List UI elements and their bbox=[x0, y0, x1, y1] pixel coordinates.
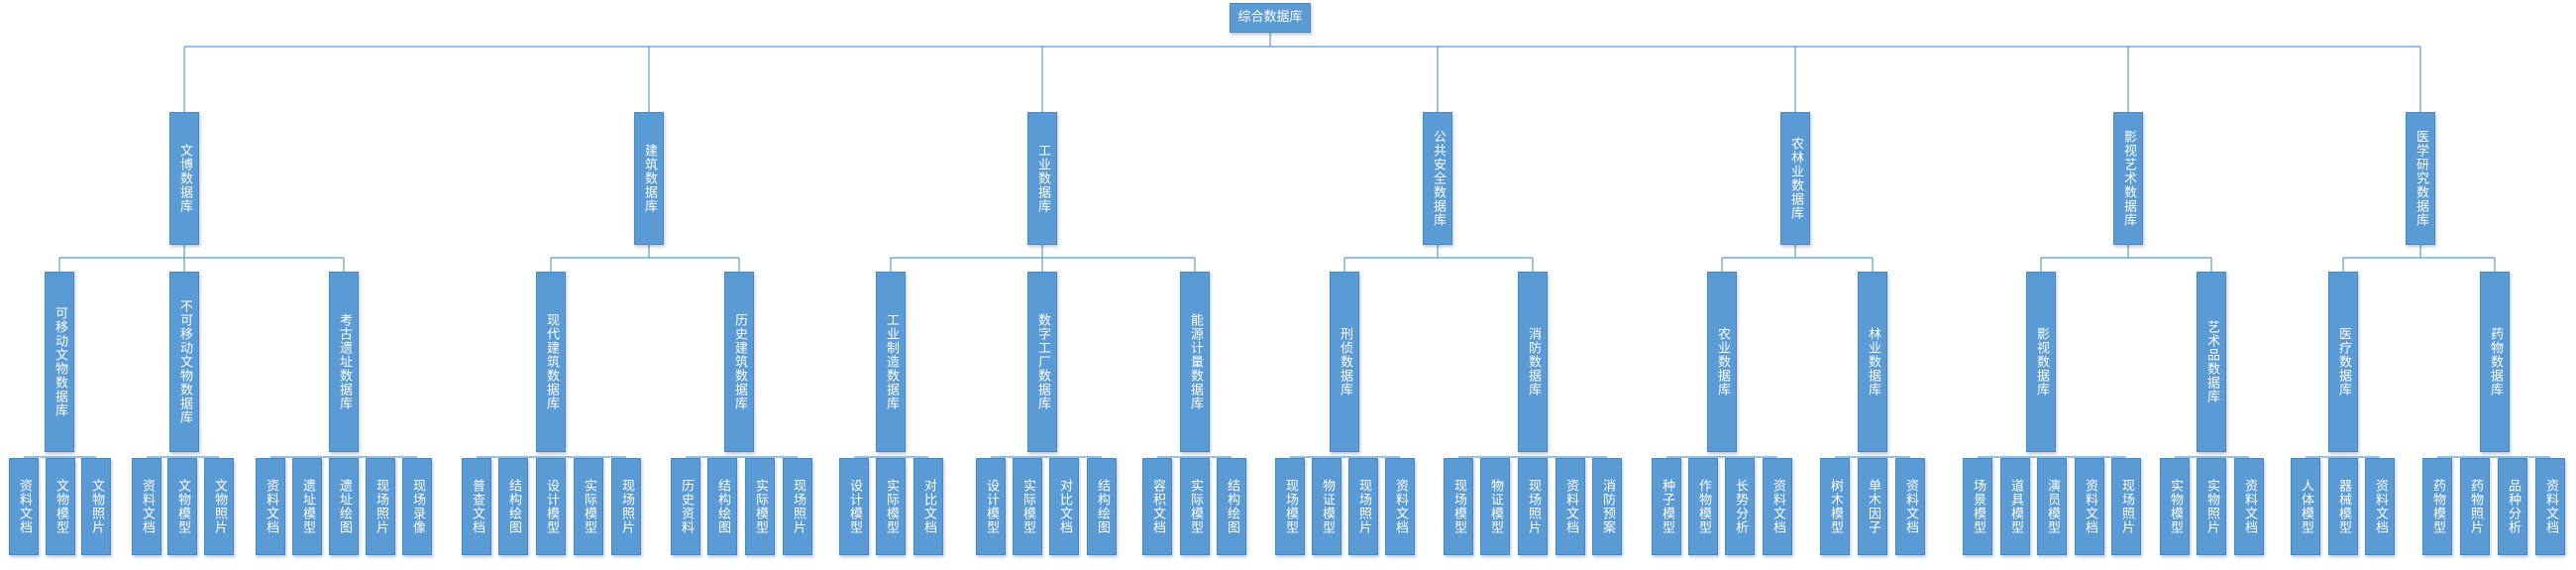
data-item-node: 资料文档 bbox=[2365, 458, 2395, 555]
category-node: 影视艺术数据库 bbox=[2113, 112, 2143, 245]
data-item-node: 现场模型 bbox=[1444, 458, 1473, 555]
data-item-node: 药物模型 bbox=[2422, 458, 2452, 555]
data-item-node: 道具模型 bbox=[2000, 458, 2030, 555]
data-item-node: 实际模型 bbox=[1180, 458, 1210, 555]
data-item-node: 普查文档 bbox=[462, 458, 491, 555]
data-item-node: 现场照片 bbox=[611, 458, 641, 555]
category-node: 公共安全数据库 bbox=[1423, 112, 1452, 245]
data-item-node: 现场照片 bbox=[2111, 458, 2141, 555]
data-item-node: 文物照片 bbox=[204, 458, 234, 555]
database-node: 医疗数据库 bbox=[2328, 272, 2358, 452]
data-item-node: 文物照片 bbox=[81, 458, 111, 555]
category-node: 医学研究数据库 bbox=[2406, 112, 2435, 245]
data-item-node: 容积文档 bbox=[1142, 458, 1172, 555]
data-item-node: 消防预案 bbox=[1592, 458, 1622, 555]
data-item-node: 实际模型 bbox=[876, 458, 906, 555]
database-node: 农业数据库 bbox=[1707, 272, 1737, 452]
data-item-node: 现场照片 bbox=[1518, 458, 1548, 555]
data-item-node: 物证模型 bbox=[1312, 458, 1342, 555]
data-item-node: 设计模型 bbox=[839, 458, 869, 555]
database-node: 药物数据库 bbox=[2480, 272, 2510, 452]
data-item-node: 遗址绘图 bbox=[329, 458, 359, 555]
database-node: 数字工厂数据库 bbox=[1027, 272, 1057, 452]
data-item-node: 结构绘图 bbox=[1217, 458, 1246, 555]
database-node: 工业制造数据库 bbox=[876, 272, 906, 452]
data-item-node: 资料文档 bbox=[9, 458, 39, 555]
database-node: 不可移动文物数据库 bbox=[169, 272, 199, 452]
data-item-node: 对比文档 bbox=[1049, 458, 1079, 555]
data-item-node: 资料文档 bbox=[1556, 458, 1585, 555]
category-node: 建筑数据库 bbox=[634, 112, 664, 245]
database-node: 刑侦数据库 bbox=[1330, 272, 1359, 452]
database-node: 可移动文物数据库 bbox=[45, 272, 74, 452]
data-item-node: 对比文档 bbox=[913, 458, 943, 555]
data-item-node: 器械模型 bbox=[2328, 458, 2358, 555]
data-item-node: 结构绘图 bbox=[1087, 458, 1117, 555]
category-node: 工业数据库 bbox=[1027, 112, 1057, 245]
data-item-node: 资料文档 bbox=[1385, 458, 1415, 555]
data-item-node: 品种分析 bbox=[2498, 458, 2527, 555]
data-item-node: 实际模型 bbox=[574, 458, 603, 555]
data-item-node: 药物照片 bbox=[2460, 458, 2490, 555]
data-item-node: 结构绘图 bbox=[498, 458, 528, 555]
data-item-node: 实物模型 bbox=[2160, 458, 2190, 555]
category-node: 农林业数据库 bbox=[1780, 112, 1810, 245]
data-item-node: 资料文档 bbox=[1763, 458, 1792, 555]
data-item-node: 现场照片 bbox=[366, 458, 395, 555]
data-item-node: 种子模型 bbox=[1652, 458, 1681, 555]
data-item-node: 演员模型 bbox=[2037, 458, 2067, 555]
data-item-node: 文物模型 bbox=[46, 458, 75, 555]
data-item-node: 设计模型 bbox=[976, 458, 1006, 555]
database-node: 影视数据库 bbox=[2026, 272, 2056, 452]
data-item-node: 资料文档 bbox=[2234, 458, 2264, 555]
database-node: 现代建筑数据库 bbox=[536, 272, 566, 452]
data-item-node: 长势分析 bbox=[1725, 458, 1755, 555]
data-item-node: 现场模型 bbox=[1275, 458, 1305, 555]
database-node: 考古遗址数据库 bbox=[329, 272, 359, 452]
data-item-node: 实际模型 bbox=[745, 458, 775, 555]
data-item-node: 现场照片 bbox=[783, 458, 812, 555]
data-item-node: 资料文档 bbox=[2535, 458, 2565, 555]
data-item-node: 结构绘图 bbox=[707, 458, 737, 555]
data-item-node: 设计模型 bbox=[536, 458, 566, 555]
data-item-node: 现场录像 bbox=[402, 458, 432, 555]
data-item-node: 资料文档 bbox=[256, 458, 285, 555]
data-item-node: 资料文档 bbox=[132, 458, 161, 555]
data-item-node: 历史资料 bbox=[671, 458, 700, 555]
data-item-node: 人体模型 bbox=[2291, 458, 2320, 555]
data-item-node: 实际模型 bbox=[1013, 458, 1042, 555]
data-item-node: 实物照片 bbox=[2197, 458, 2226, 555]
root-node: 综合数据库 bbox=[1230, 3, 1311, 33]
data-item-node: 资料文档 bbox=[1895, 458, 1925, 555]
database-node: 林业数据库 bbox=[1858, 272, 1887, 452]
data-item-node: 作物模型 bbox=[1688, 458, 1718, 555]
data-item-node: 单木因子 bbox=[1858, 458, 1887, 555]
database-node: 能源计量数据库 bbox=[1180, 272, 1210, 452]
database-node: 历史建筑数据库 bbox=[724, 272, 754, 452]
database-node: 消防数据库 bbox=[1518, 272, 1548, 452]
data-item-node: 物证模型 bbox=[1480, 458, 1510, 555]
data-item-node: 遗址模型 bbox=[292, 458, 322, 555]
category-node: 文博数据库 bbox=[169, 112, 199, 245]
data-item-node: 文物模型 bbox=[167, 458, 197, 555]
data-item-node: 场景模型 bbox=[1963, 458, 1992, 555]
data-item-node: 树木模型 bbox=[1820, 458, 1850, 555]
data-item-node: 资料文档 bbox=[2075, 458, 2104, 555]
database-node: 艺术品数据库 bbox=[2197, 272, 2226, 452]
data-item-node: 现场照片 bbox=[1348, 458, 1378, 555]
